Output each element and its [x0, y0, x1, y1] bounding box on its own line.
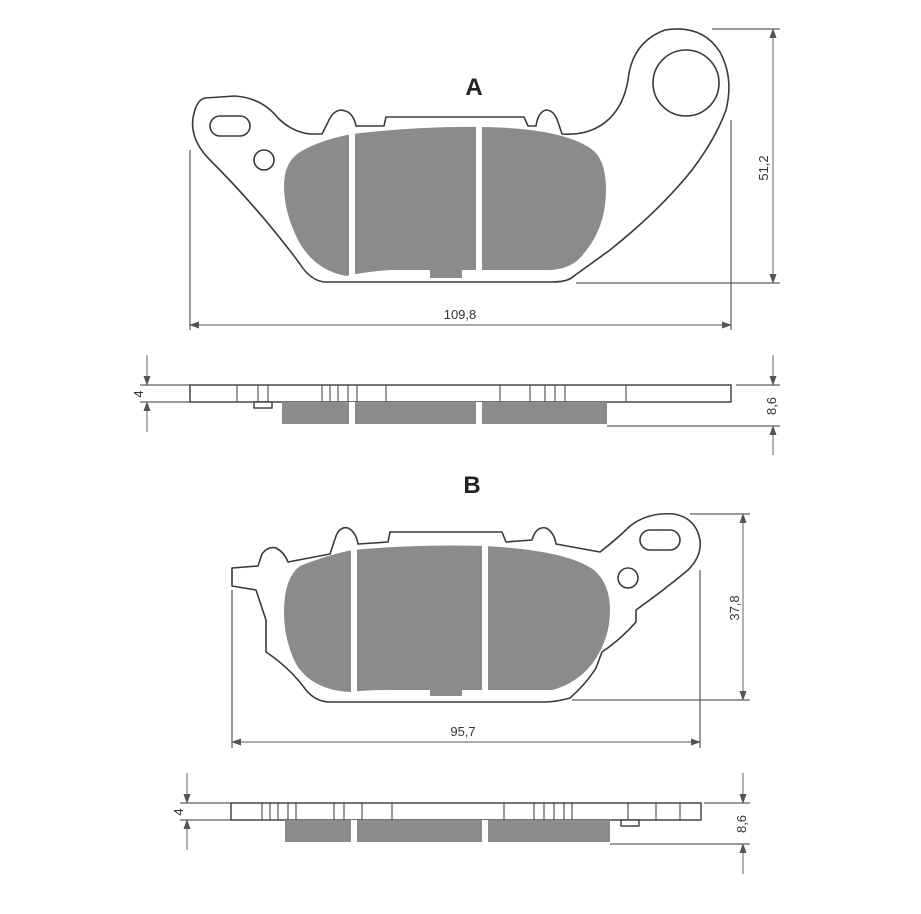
pad-a-side-plate — [189, 384, 732, 403]
pad-b-side-slot-2 — [482, 820, 488, 842]
pad-b-small-hole — [617, 567, 639, 589]
pad-b-side-marks — [261, 803, 681, 820]
pad-a-side-tab — [253, 401, 273, 409]
pad-a-plate-thickness-label: 4 — [131, 390, 146, 397]
pad-a-small-hole — [253, 149, 275, 171]
pad-b-side-plate — [230, 802, 702, 821]
pad-b-letter: B — [463, 472, 480, 499]
pad-b-side-slot-1 — [351, 820, 357, 842]
pad-b-side-view: 4 8,6 — [171, 773, 750, 874]
pad-a-total-thickness-label: 8,6 — [764, 397, 779, 415]
pad-b-front-view: B 95,7 37,8 — [231, 472, 750, 748]
pad-a-letter: A — [465, 74, 482, 101]
pad-b-friction-slot-1 — [351, 548, 357, 694]
pad-b-friction-slot-2 — [482, 544, 488, 692]
pad-a-front-view: A 109,8 51,2 — [189, 28, 780, 330]
pad-b-friction-material — [284, 545, 610, 696]
pad-a-side-slot-2 — [476, 402, 482, 424]
pad-a-large-hole — [652, 49, 720, 117]
pad-a-width-label: 109,8 — [444, 307, 477, 322]
pad-b-side-friction — [285, 820, 610, 842]
pad-a-side-slot-1 — [349, 402, 355, 424]
pad-a-friction-material — [284, 126, 606, 278]
pad-a-oval-hole — [209, 115, 251, 137]
pad-a-friction-slot-2 — [476, 124, 482, 274]
pad-a-friction-slot-1 — [349, 128, 355, 278]
pad-b-side-tab — [620, 819, 640, 827]
pad-a-side-view: 4 8,6 — [131, 355, 780, 455]
pad-b-height-label: 37,8 — [727, 595, 742, 620]
pad-b-plate-thickness-label: 4 — [171, 808, 186, 815]
pad-b-total-thickness-label: 8,6 — [734, 815, 749, 833]
pad-a-height-label: 51,2 — [756, 155, 771, 180]
pad-a-side-marks — [236, 385, 627, 402]
pad-a-side-friction — [282, 402, 607, 424]
pad-b-oval-hole — [639, 529, 681, 551]
pad-b-width-label: 95,7 — [450, 724, 475, 739]
